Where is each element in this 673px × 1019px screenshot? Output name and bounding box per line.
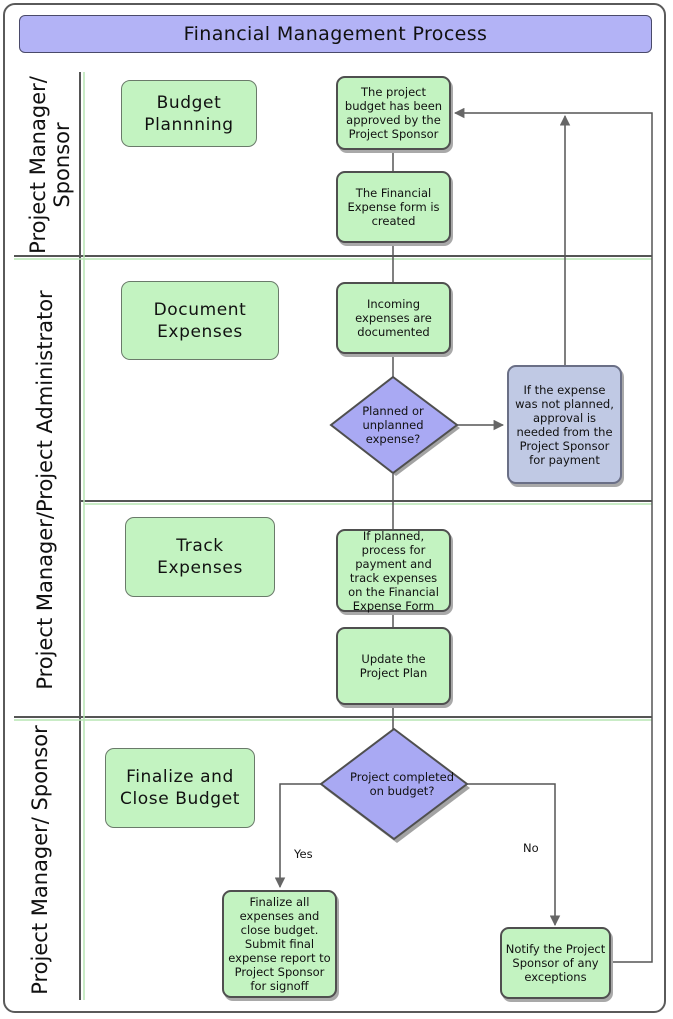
phase-finalize-close: Finalize and Close Budget — [105, 748, 255, 828]
lane-label-sponsor-bottom: Project Manager/ Sponsor — [28, 725, 52, 995]
lane-label-administrator: Project Manager/Project Administrator — [33, 290, 57, 690]
node-expense-form-created: The Financial Expense form is created — [336, 171, 451, 243]
lane-label-sponsor-top: Project Manager/ Sponsor — [26, 76, 74, 254]
phase-track-expenses: Track Expenses — [125, 517, 275, 597]
node-incoming-documented: Incoming expenses are documented — [336, 282, 451, 354]
phase-document-expenses: Document Expenses — [121, 281, 279, 360]
node-finalize-all: Finalize all expenses and close budget. … — [222, 890, 337, 998]
diagram-title: Financial Management Process — [19, 15, 652, 53]
edge-label-yes: Yes — [294, 847, 313, 861]
lane-separators — [14, 72, 652, 1000]
decision-diamond-planned — [329, 375, 459, 475]
node-notify-sponsor: Notify the Project Sponsor of any except… — [500, 927, 611, 999]
phase-budget-planning: Budget Plannning — [121, 80, 257, 147]
node-unplanned-approval: If the expense was not planned, approval… — [507, 365, 622, 484]
decision-diamond-completed — [319, 727, 469, 841]
node-update-plan: Update the Project Plan — [336, 627, 451, 705]
arrow-no-to-notify — [467, 783, 561, 927]
arrow-notify-to-approved — [453, 107, 653, 963]
connectors — [274, 107, 653, 963]
decision-planned-label: Planned or unplanned expense? — [362, 404, 424, 446]
edge-label-no: No — [523, 841, 539, 855]
arrow-yes-to-finalize — [274, 783, 321, 889]
node-planned-track: If planned, process for payment and trac… — [336, 529, 451, 613]
decision-completed-label: Project completed on budget? — [349, 770, 455, 798]
node-budget-approved: The project budget has been approved by … — [336, 76, 451, 150]
